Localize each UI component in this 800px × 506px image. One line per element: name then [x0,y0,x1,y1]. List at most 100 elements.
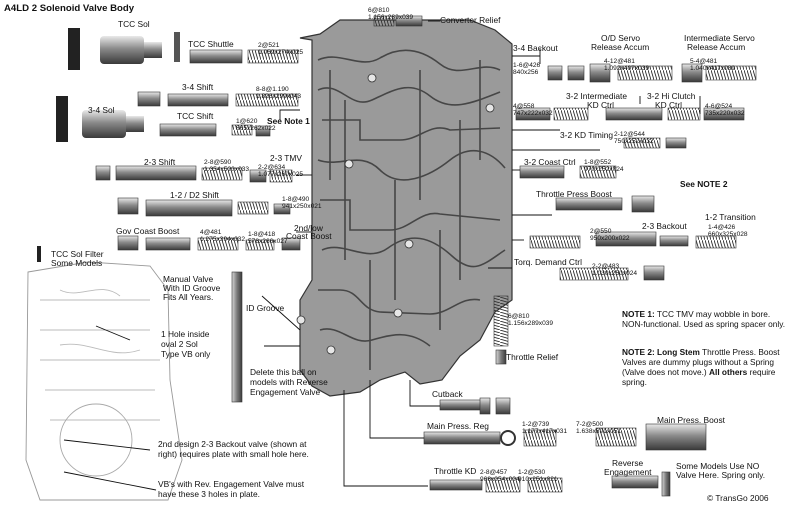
note-1-body: TCC TMV may wobble in bore. NON-function… [622,309,786,329]
spec-13-n: 4-6@524 [705,103,733,110]
hi-clutch-kd-valve [605,107,663,121]
valve-body-casting [296,19,513,397]
spec-16-n: 2@550 [590,228,612,235]
spec-5-d: 941x250x021 [282,203,322,211]
note-1: NOTE 1: TCC TMV may wobble in bore. NON-… [622,309,792,329]
spec-13-d: 735x220x032 [705,110,745,118]
shift-34-valve [167,93,229,107]
label-tmv-23: 2-3 TMV [270,153,302,163]
spec-17-n: 1-4@426 [708,224,736,231]
label-rev-note-1: VB's with Rev. Engagement Valve must [158,479,305,489]
label-kd-timing: 3-2 KD Timing [560,130,614,140]
label-ndlow-1: 2nd/low [294,223,323,233]
spec-15-d: 970x252x024 [584,166,624,174]
spec-20-d: 1.177x417x031 [522,428,568,436]
label-od-servo-2: Release Accum [591,42,650,52]
label-rev-note-2: have these 3 holes in plate. [158,489,260,499]
label-d2-shift: 1-2 / D2 Shift [170,190,219,200]
label-no-valve-2: Valve Here. Spring only. [676,470,766,480]
tcc-shift-valve [159,123,217,137]
spec-17-d: 660x325x028 [708,231,748,239]
label-one-hole-2: oval 2 Sol [161,339,198,349]
throttle-press-boost-valve [555,197,623,211]
label-backout-note-2: right) requires plate with small hole he… [158,449,309,459]
shift-23-valve [115,165,197,181]
reverse-engagement-valve [611,475,659,489]
tcc-sol-filter [37,246,41,262]
label-tcc-filter-1: TCC Sol Filter [51,249,104,259]
spec-22-n: 2-8@457 [480,469,508,476]
label-reverse-2: Engagement [604,467,652,477]
spec-11-n: 5-4@481 [690,58,718,65]
spec-11-d: 1.040x417x039 [690,65,736,73]
note-2-bold: All others [709,367,748,377]
label-torq-demand: Torq. Demand Ctrl [514,257,582,267]
spec-6-n: 4@481 [200,229,222,236]
spec-21-n: 7-2@500 [576,421,604,428]
spec-5-n: 1-8@490 [282,196,310,203]
label-ndlow-2: Coast Boost [286,231,332,241]
separator-plate [25,261,183,501]
spec-15-n: 1-8@552 [584,159,612,166]
label-gov-coast-boost: Gov Coast Boost [116,226,180,236]
label-manual-valve-2: With ID Groove [163,283,221,293]
spec-10-n: 4-12@481 [604,58,635,65]
coast-ctrl-valve [519,165,565,179]
spec-22-d: 968x254x024 [480,476,520,484]
label-backout-34: 3-4 Backout [513,43,558,53]
spec-0-d: 1.059x274x025 [258,49,304,57]
label-tcc-sol: TCC Sol [118,19,150,29]
label-throttle-relief: Throttle Relief [506,352,559,362]
converter-relief-valve [395,15,423,27]
spec-19-d: 1.156x289x039 [508,320,554,328]
label-throttle-press-boost: Throttle Press Boost [536,189,612,199]
label-manual-valve-1: Manual Valve [163,274,214,284]
spec-3-n: 2-8@590 [204,159,232,166]
note-2-body-1: Throttle Press. Boost Valves are dummy p… [622,347,780,377]
spec-19-n: 6@810 [508,313,530,320]
d2-shift-valve [145,199,233,217]
page-title: A4LD 2 Solenoid Valve Body [4,3,135,14]
spec-9-d: 840x256 [513,69,539,77]
spec-23-d: 910x251x021 [518,476,558,484]
int-kd-valve [515,107,551,121]
label-see-note-1: See Note 1 [267,116,310,126]
spec-21-d: 1.638x691x051 [576,428,622,436]
label-od-servo-1: O/D Servo [601,33,641,43]
spec-3-d: 1.354x520x033 [204,166,250,174]
label-reverse-1: Reverse [612,458,644,468]
spec-7-n: 1-8@418 [248,231,276,238]
label-int-kd-2: KD Ctrl [587,100,614,110]
label-coast-ctrl: 3-2 Coast Ctrl [524,157,576,167]
label-one-hole-1: 1 Hole inside [161,329,210,339]
label-one-hole-3: Type VB only [161,349,211,359]
label-transition-12: 1-2 Transition [705,212,756,222]
label-tcc-shift: TCC Shift [177,111,214,121]
spec-6-d: 1.275x394x032 [200,236,246,244]
spec-14-n: 2-12@544 [614,131,645,138]
label-tcc-shuttle: TCC Shuttle [188,39,234,49]
copyright: © TransGo 2006 [707,493,769,503]
throttle-kd-valve [429,479,483,491]
label-int-servo-2: Release Accum [687,42,746,52]
cutback-valve [439,399,485,411]
spec-1-d: 1.826x299x043 [256,93,302,101]
note-2: NOTE 2: Long Stem Throttle Press. Boost … [622,347,792,387]
label-sol-34: 3-4 Sol [88,105,115,115]
shift-34-spring [235,93,299,107]
